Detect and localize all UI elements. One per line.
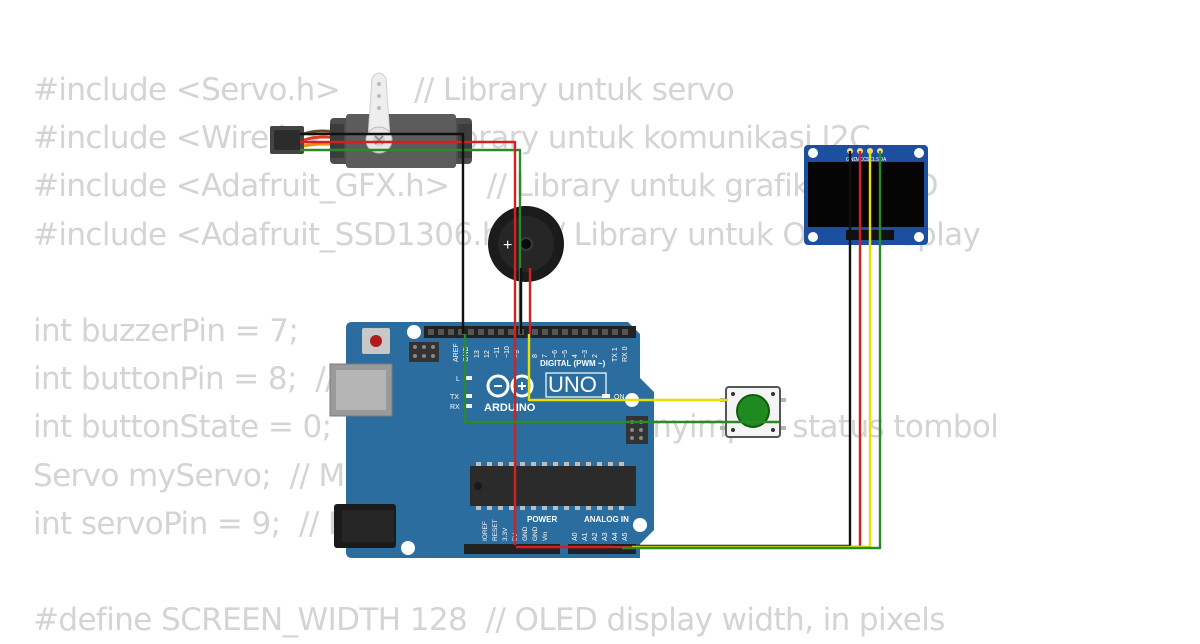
- button-cap[interactable]: [736, 394, 770, 428]
- pin-label: A0: [572, 532, 579, 541]
- pin-label: GND: [522, 526, 529, 541]
- wire-servo-signal: [300, 148, 522, 334]
- oled-pin-label: GND: [846, 157, 858, 163]
- wire-oled-sda: [622, 151, 882, 550]
- push-button[interactable]: [720, 386, 786, 438]
- atmega-chip: [470, 462, 636, 510]
- icsp-header: [409, 342, 439, 362]
- led-l-label: L: [456, 376, 460, 383]
- wire-button-ground: [463, 334, 779, 424]
- pin-label: 7: [542, 354, 549, 358]
- buzzer[interactable]: +: [488, 206, 564, 282]
- pin-label: GND: [532, 526, 539, 541]
- pin-label: RESET: [492, 519, 499, 541]
- arduino-logo: [486, 374, 534, 398]
- pin-label: 13: [474, 350, 481, 358]
- led-on-label: ON: [614, 394, 625, 401]
- brand-label: ARDUINO: [484, 402, 536, 414]
- pin-label: A3: [602, 532, 609, 541]
- pin-label: RX 0: [622, 346, 629, 362]
- pin-label: 3.3V: [502, 527, 509, 541]
- pin-label: ~5: [562, 350, 569, 358]
- icsp-header-2: [626, 416, 648, 444]
- pin-label: 8: [532, 354, 539, 358]
- pin-label: 2: [592, 354, 599, 358]
- pin-label: ~11: [494, 347, 501, 358]
- led-l: [464, 376, 472, 380]
- wire-button-signal: [527, 334, 728, 402]
- oled-display[interactable]: GND VCC SCL SDA: [804, 145, 928, 245]
- led-rx-label: RX: [450, 404, 460, 411]
- svg-text:+: +: [503, 237, 512, 254]
- analog-label: ANALOG IN: [584, 515, 629, 524]
- servo-motor[interactable]: [270, 72, 472, 168]
- oled-pin-label: VCC: [856, 157, 867, 163]
- pin-label: ~3: [582, 350, 589, 358]
- digital-label: DIGITAL (PWM ~): [540, 359, 606, 368]
- pin-label: 12: [484, 350, 491, 358]
- wire-servo-ground: [300, 132, 465, 334]
- led-tx: [464, 394, 472, 398]
- bottom-headers: [464, 544, 636, 554]
- pin-label: A2: [592, 532, 599, 541]
- servo-horn[interactable]: [367, 72, 391, 139]
- led-rx: [464, 404, 472, 408]
- pin-label: TX 1: [612, 347, 619, 362]
- pin-label: ~6: [552, 350, 559, 358]
- arduino-uno-board[interactable]: AREF GND 13 12 ~11 ~10 ~9 8 7 ~6 ~5 4 ~3…: [329, 322, 654, 558]
- aref-label: AREF: [453, 343, 460, 362]
- reset-button[interactable]: [362, 328, 390, 354]
- led-tx-label: TX: [450, 394, 459, 401]
- pin-label: A1: [582, 532, 589, 541]
- wire-servo-power: [300, 140, 517, 545]
- pin-label: 4: [572, 354, 579, 358]
- analog-pin-labels: A0 A1 A2 A3 A4 A5: [572, 532, 629, 541]
- pin-label: Vin: [542, 531, 549, 541]
- board-model: UNO: [548, 372, 597, 397]
- oled-pin-label: SDA: [876, 157, 887, 163]
- pin-label: A4: [612, 532, 619, 541]
- gnd-label: GND: [463, 346, 470, 362]
- circuit-diagram: + GND VCC SCL SDA: [270, 72, 928, 558]
- pin-label: ~9: [514, 350, 521, 358]
- pin-label: A5: [622, 532, 629, 541]
- pin-label: IOREF: [482, 521, 489, 541]
- digital-pin-labels: 13 12 ~11 ~10 ~9 8 7 ~6 ~5 4 ~3 2 TX 1 R…: [474, 346, 629, 362]
- code-line: #include <Servo.h> // Library untuk serv…: [33, 72, 735, 108]
- pin-label: ~10: [504, 346, 511, 358]
- code-line: int buzzerPin = 7;: [33, 312, 299, 349]
- oled-screen: [808, 162, 924, 227]
- power-label: POWER: [527, 515, 557, 524]
